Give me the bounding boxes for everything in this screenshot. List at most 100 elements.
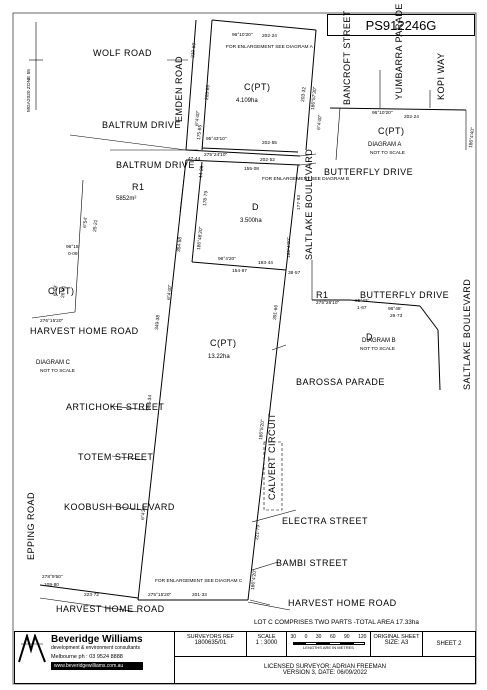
distance: 221·79	[254, 524, 262, 540]
distance: 14·20	[198, 165, 205, 178]
licensed-surveyor: LICENSED SURVEYOR: ADRIAN FREEMAN	[264, 664, 386, 670]
calvert-circuit-label: CALVERT CIRCUIT	[267, 413, 277, 500]
bearing: 275°26'10"	[316, 300, 340, 306]
barossa-parade-label: BAROSSA PARADE	[296, 377, 385, 387]
lot-d-diag-b-name: D	[366, 332, 373, 342]
bearing: 95°43'	[355, 298, 369, 304]
surveyors-ref-cell: SURVEYORS REF 1800635/01	[175, 632, 247, 656]
lot-c-left-name: C(PT)	[48, 286, 75, 296]
bearing: 186°4'40"	[468, 127, 476, 148]
electra-street-label: ELECTRA STREET	[282, 516, 368, 526]
scale-value: 1 : 3000	[255, 640, 278, 646]
saltlake-boulevard-label: SALTLAKE BOULEVARD	[304, 149, 314, 260]
r1-b-name: R1	[316, 290, 329, 300]
scale-tick: 120	[358, 634, 367, 640]
harvest-home-road-lines	[39, 584, 291, 613]
lot-c-top-boundary	[201, 19, 317, 153]
zone-label: MGA2020 ZONE 55	[26, 69, 32, 112]
diagram-a-lines	[329, 70, 467, 161]
epping-road-label: EPPING ROAD	[26, 492, 36, 560]
yumbarra-parade-label: YUMBARRA PARADE	[394, 3, 404, 100]
r1-name: R1	[132, 182, 145, 192]
scale-tick: 0	[304, 634, 308, 640]
bearing: 6°54'	[82, 217, 89, 228]
distance: 154·87	[232, 268, 247, 274]
bearing: 6°4'40"	[316, 114, 324, 130]
distance: 349·38	[154, 314, 162, 330]
enlarge-a-note: FOR ENLARGEMENT SEE DIAGRAM A	[226, 44, 314, 50]
surveyors-ref-value: 1800635/01	[194, 640, 227, 646]
bearing: 186°4'20"	[250, 569, 258, 590]
bearing: 186°57'30"	[310, 86, 318, 110]
company-website: www.beveridgewilliams.com.au	[51, 662, 143, 670]
company-logo-icon	[18, 634, 46, 663]
bancroft-street-label: BANCROFT STREET	[342, 10, 352, 105]
diagram-c-title: DIAGRAM C	[36, 360, 71, 366]
distance: 202·55	[262, 140, 277, 146]
scale-tick: 30	[290, 634, 297, 640]
r1-area: 5852m²	[116, 196, 136, 202]
lot-c-main-area: 13.22ha	[208, 354, 230, 360]
scale-tick: 30	[315, 634, 322, 640]
lot-c-top-area: 4.109ha	[236, 98, 258, 104]
diagram-a-scale-note: NOT TO SCALE	[370, 150, 405, 156]
lot-d-boundary	[191, 161, 299, 271]
bearing: 186°5'20"	[258, 419, 266, 440]
lot-c-main-boundary	[137, 159, 287, 601]
distance: 109·80	[44, 582, 59, 588]
r1-boundary	[31, 159, 187, 319]
lot-c-top-name: C(PT)	[244, 82, 271, 92]
sheet-size-cell: ORIGINAL SHEET SIZE: A3	[371, 632, 423, 656]
distance: 38·57	[288, 270, 301, 276]
distance: 175·85	[196, 124, 204, 140]
saltlake-boulevard-b-label: SALTLAKE BOULEVARD	[462, 279, 472, 390]
totem-street-label: TOTEM STREET	[78, 452, 153, 462]
distance: 26·81	[60, 285, 67, 298]
distance: 202·24	[262, 33, 277, 39]
bearing: 96°10'20"	[232, 32, 253, 38]
street-leaders	[69, 134, 297, 606]
distance: 202·52	[260, 157, 275, 163]
bearing: 96°10'20"	[372, 110, 393, 116]
bearing: 6°4'20"	[140, 504, 148, 520]
lot-d-name: D	[252, 202, 259, 212]
company-name: Beveridge Williams	[51, 634, 143, 645]
distance: 177·93	[296, 195, 302, 210]
lot-c-diag-a-name: C(PT)	[378, 126, 405, 136]
bearing: 6°4'40"	[166, 284, 174, 300]
harvest-home-road-left-label: HARVEST HOME ROAD	[30, 326, 139, 336]
enlarge-b-note: FOR ENLARGEMENT SEE DIAGRAM B	[262, 176, 349, 182]
wolf-road-label: WOLF ROAD	[93, 48, 152, 58]
title-block: Beveridge Williams development & environ…	[14, 631, 476, 684]
sheet-size-heading: ORIGINAL SHEET	[373, 634, 420, 640]
distance: 155·08	[244, 166, 259, 172]
diagram-b-title: DIAGRAM B	[362, 338, 396, 344]
bearing: 186°4'20"	[286, 237, 292, 258]
bearing: 186°48'20"	[196, 226, 204, 250]
sheet-size-value: SIZE: A3	[384, 640, 409, 646]
diagram-c-scale-note: NOT TO SCALE	[40, 368, 75, 374]
diagram-a-title: DIAGRAM A	[368, 142, 401, 148]
distance: 25·21	[92, 219, 99, 232]
bearing: 96°4'20"	[218, 256, 236, 262]
north-arrow-icon	[29, 22, 43, 110]
scale-bar	[292, 642, 365, 645]
company-block: Beveridge Williams development & environ…	[15, 632, 175, 683]
distance: 391·66	[272, 304, 280, 320]
bearing: 6°59'	[52, 285, 59, 296]
version-date: VERSION 3, DATE: 06/09/2022	[282, 670, 368, 676]
scale-units: LENGTHS ARE IN METRES	[303, 645, 354, 650]
bearing: 96°15'	[66, 244, 80, 250]
scale-tick: 90	[344, 634, 350, 640]
sheet-border	[12, 12, 477, 685]
company-subtitle: development & environment consultants	[51, 645, 140, 651]
harvest-home-bottom-label: HARVEST HOME ROAD	[56, 604, 165, 614]
distance: 223·72	[84, 592, 99, 598]
distance: 47·44	[188, 156, 201, 162]
butterfly-drive-lines	[110, 149, 317, 166]
distance: 202·24	[404, 114, 419, 120]
scale-cell: SCALE 1 : 3000	[247, 632, 287, 656]
butterfly-drive-b-label: BUTTERFLY DRIVE	[360, 290, 449, 300]
distance: 354·58	[176, 236, 184, 252]
